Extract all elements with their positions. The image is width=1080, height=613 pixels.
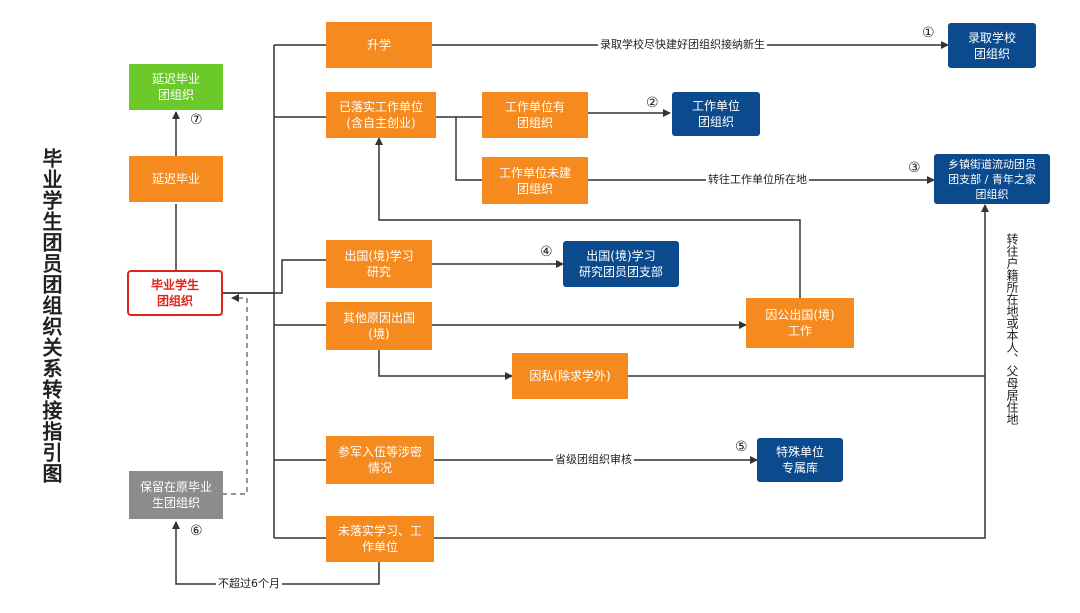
node-employer-none: 工作单位未建 团组织	[482, 157, 588, 204]
badge-6: ⑥	[190, 523, 203, 539]
node-retain: 保留在原毕业 生团组织	[129, 471, 223, 519]
node-abroad-private: 因私(除求学外)	[512, 353, 628, 399]
badge-5: ⑤	[735, 439, 748, 455]
node-dest-special: 特殊单位 专属库	[757, 438, 843, 482]
badge-7: ⑦	[190, 112, 203, 128]
badge-2: ②	[646, 95, 659, 111]
node-abroad-study: 出国(境)学习 研究	[326, 240, 432, 288]
node-employed: 已落实工作单位 (含自主创业)	[326, 92, 436, 138]
edge-graduate-abroadstudy	[222, 259, 326, 294]
edge-retain-graduate-dashed	[222, 294, 248, 495]
label-school: 录取学校尽快建好团组织接纳新生	[598, 38, 767, 52]
node-not-placed: 未落实学习、工 作单位	[326, 516, 434, 562]
label-six-months: 不超过6个月	[216, 577, 282, 591]
edge-employed-employernone	[455, 117, 482, 181]
edge-notplaced-household	[434, 204, 989, 539]
label-household: 转往户籍所在地或本人、父母居住地	[1005, 233, 1019, 425]
node-further-study: 升学	[326, 22, 432, 68]
edge-abroadother-private	[378, 350, 513, 380]
badge-4: ④	[540, 244, 553, 260]
node-abroad-public: 因公出国(境) 工作	[746, 298, 854, 348]
node-defer: 延迟毕业	[129, 156, 223, 202]
label-provincial-review: 省级团组织审核	[553, 453, 634, 467]
label-employer-location: 转往工作单位所在地	[706, 173, 809, 187]
badge-1: ①	[922, 25, 935, 41]
node-dest-township: 乡镇街道流动团员 团支部 / 青年之家 团组织	[934, 154, 1050, 204]
node-dest-abroad: 出国(境)学习 研究团员团支部	[563, 241, 679, 287]
node-employer-has: 工作单位有 团组织	[482, 92, 588, 138]
node-abroad-other: 其他原因出国 (境)	[326, 302, 432, 350]
node-graduate: 毕业学生 团组织	[127, 270, 223, 316]
node-military: 参军入伍等涉密 情况	[326, 436, 434, 484]
badge-3: ③	[908, 160, 921, 176]
edge-public-employed	[375, 137, 801, 298]
node-dest-employer: 工作单位 团组织	[672, 92, 760, 136]
node-dest-school: 录取学校 团组织	[948, 23, 1036, 68]
page-title: 毕业学生团员团组织关系转接指引图	[39, 148, 63, 484]
node-defer-org: 延迟毕业 团组织	[129, 64, 223, 110]
